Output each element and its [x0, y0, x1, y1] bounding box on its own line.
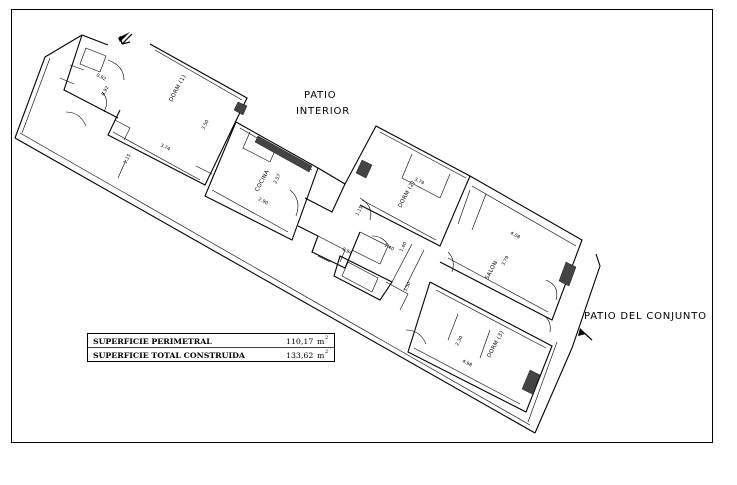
table-row-value: 133,62 — [286, 351, 313, 360]
dim-label: 4.98 — [461, 358, 473, 368]
table-row-label: SUPERFICIE TOTAL CONSTRUIDA — [93, 351, 246, 360]
dim-label: 2.30 — [454, 335, 464, 347]
dim-label: 4.08 — [509, 230, 521, 240]
table-row-unit: m — [317, 351, 325, 360]
dim-label: 1.15 — [122, 153, 132, 165]
down-left-arrow-icon — [118, 32, 133, 45]
patio-interior-label-line1: PATIO — [304, 90, 336, 101]
patio-conjunto-label: PATIO DEL CONJUNTO — [584, 311, 707, 322]
dim-label: 1.40 — [383, 242, 395, 252]
door-swings — [65, 59, 558, 345]
dim-label: 3.50 — [200, 119, 210, 131]
dim-label: 3.79 — [413, 176, 425, 186]
patio-interior-label-line2: INTERIOR — [296, 106, 350, 117]
dim-label: 3.50 — [402, 281, 412, 293]
room-label-dorm3: DORM (3) — [486, 330, 505, 359]
surface-table: SUPERFICIE PERIMETRAL 110,17 m 2 SUPERFI… — [87, 333, 335, 362]
room-label-salon: SALON — [484, 260, 499, 281]
table-row: SUPERFICIE PERIMETRAL 110,17 m 2 — [93, 335, 328, 346]
dim-label: 1.15 — [354, 205, 364, 217]
room-label-cocina: COCINA — [254, 169, 270, 193]
table-row-label: SUPERFICIE PERIMETRAL — [93, 337, 212, 346]
room-label-dorm1: DORM (1) — [168, 74, 187, 103]
drawing-frame — [11, 9, 713, 443]
building-outline — [14, 34, 601, 434]
table-row-value: 110,17 — [286, 337, 313, 346]
right-wing-walls — [344, 125, 583, 413]
dim-label: 0.94 — [341, 246, 353, 256]
room-label-dorm2: DORM (2) — [397, 180, 416, 209]
table-row: SUPERFICIE TOTAL CONSTRUIDA 133,62 m 2 — [93, 349, 328, 360]
dim-label: 0.92 — [95, 72, 107, 82]
central-core-walls — [297, 225, 409, 311]
dim-label: 2.90 — [257, 196, 269, 206]
up-left-arrow-icon — [578, 328, 593, 341]
table-row-unit: m — [317, 337, 325, 346]
table-row-unit-sup: 2 — [325, 349, 328, 355]
table-row-unit-sup: 2 — [325, 335, 328, 341]
left-wing-walls — [59, 34, 248, 186]
kitchen-walls — [204, 121, 346, 241]
dim-label: 3.74 — [159, 142, 171, 152]
dim-label: 3.79 — [500, 255, 510, 267]
dim-label: 2.57 — [272, 173, 282, 185]
dim-label: 0.92 — [100, 85, 110, 97]
dim-label: 1.40 — [398, 241, 408, 253]
